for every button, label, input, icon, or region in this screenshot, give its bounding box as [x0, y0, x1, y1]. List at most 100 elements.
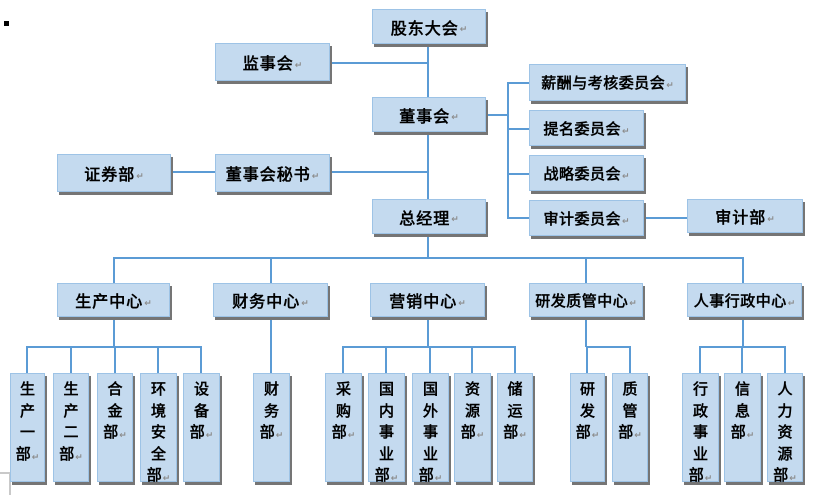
- paragraph-mark-icon: ↵: [451, 214, 459, 224]
- node-finance-center[interactable]: 财务中心↵: [213, 283, 328, 317]
- node-securities-dept[interactable]: 证券部↵: [57, 154, 171, 192]
- connector-line: [427, 132, 429, 199]
- paragraph-mark-icon: ↵: [629, 297, 637, 308]
- node-label: 总经理: [399, 210, 451, 228]
- node-supervisory-board[interactable]: 监事会↵: [215, 43, 330, 81]
- node-dept-quality[interactable]: 质管部↵: [612, 373, 648, 482]
- node-label: 研发质管中心: [535, 292, 629, 310]
- node-dept-env-safety[interactable]: 环境安全部↵: [140, 373, 177, 484]
- paragraph-mark-icon: ↵: [666, 80, 674, 90]
- node-general-manager[interactable]: 总经理↵: [372, 199, 486, 234]
- node-hr-admin-center[interactable]: 人事行政中心↵: [687, 283, 802, 317]
- paragraph-mark-icon: ↵: [162, 473, 171, 483]
- connector-line: [507, 217, 529, 219]
- connector-line: [586, 346, 588, 373]
- node-label: 董事会秘书: [225, 167, 311, 184]
- table-border-fragment-h: [0, 472, 10, 474]
- connector-line: [514, 346, 516, 373]
- connector-line: [629, 346, 631, 373]
- paragraph-mark-icon: ↵: [301, 297, 309, 308]
- connector-line: [157, 346, 159, 373]
- connector-line: [742, 257, 744, 283]
- paragraph-mark-icon: ↵: [746, 430, 755, 440]
- connector-line: [742, 317, 744, 347]
- connector-line: [699, 346, 701, 373]
- paragraph-mark-icon: ↵: [476, 430, 485, 440]
- paragraph-mark-icon: ↵: [311, 170, 320, 181]
- node-marketing-center[interactable]: 营销中心↵: [370, 283, 485, 317]
- node-dept-rd[interactable]: 研发部↵: [570, 373, 605, 482]
- node-committee-nomination[interactable]: 提名委员会↵: [529, 110, 644, 146]
- node-board-secretary[interactable]: 董事会秘书↵: [215, 154, 330, 192]
- paragraph-mark-icon: ↵: [136, 170, 144, 181]
- node-board-of-directors[interactable]: 董事会↵: [372, 97, 486, 132]
- connector-line: [113, 257, 744, 259]
- node-label: 审计委员会: [543, 210, 621, 228]
- connector-line: [270, 317, 272, 373]
- node-label: 审计部: [715, 210, 767, 227]
- node-committee-strategy[interactable]: 战略委员会↵: [529, 155, 644, 191]
- paragraph-mark-icon: ↵: [519, 430, 527, 440]
- connector-line: [200, 346, 202, 373]
- node-committee-audit[interactable]: 审计委员会↵: [529, 200, 644, 236]
- node-rd-quality-center[interactable]: 研发质管中心↵: [529, 283, 643, 317]
- connector-line: [113, 317, 115, 347]
- paragraph-mark-icon: ↵: [591, 430, 600, 440]
- connector-line: [113, 257, 115, 283]
- paragraph-mark-icon: ↵: [458, 297, 466, 308]
- connector-line: [486, 114, 508, 116]
- node-label: 生产中心: [75, 294, 144, 311]
- node-dept-admin-affairs[interactable]: 行政事业部↵: [682, 373, 719, 484]
- paragraph-mark-icon: ↵: [75, 451, 83, 462]
- node-label: 战略委员会: [543, 165, 621, 183]
- paragraph-mark-icon: ↵: [459, 24, 468, 34]
- node-label: 证券部: [84, 167, 136, 184]
- node-production-center[interactable]: 生产中心↵: [57, 283, 170, 317]
- node-committee-compensation-assessment[interactable]: 薪酬与考核委员会↵: [529, 64, 686, 101]
- paragraph-mark-icon: ↵: [621, 125, 630, 136]
- node-audit-dept[interactable]: 审计部↵: [687, 199, 803, 233]
- node-dept-information[interactable]: 信息部↵: [724, 373, 761, 482]
- table-border-fragment-v: [9, 472, 11, 495]
- node-label: 董事会: [399, 108, 451, 126]
- connector-line: [171, 171, 215, 173]
- node-dept-storage-transport[interactable]: 储运部↵: [497, 373, 533, 482]
- paragraph-mark-icon: ↵: [704, 473, 713, 483]
- connector-line: [427, 234, 429, 258]
- paragraph-mark-icon: ↵: [347, 430, 356, 440]
- node-dept-domestic-biz[interactable]: 国内事业部↵: [368, 373, 405, 484]
- paragraph-mark-icon: ↵: [787, 297, 796, 308]
- connector-line: [784, 346, 786, 373]
- paragraph-mark-icon: ↵: [144, 297, 152, 308]
- connector-line: [507, 82, 529, 84]
- node-label: 提名委员会: [543, 120, 621, 138]
- node-label: 监事会: [242, 56, 294, 73]
- connector-line: [342, 346, 344, 373]
- connector-line: [70, 346, 72, 373]
- node-dept-purchasing[interactable]: 采购部↵: [325, 373, 362, 482]
- node-dept-equipment[interactable]: 设备部↵: [183, 373, 220, 482]
- connector-line: [507, 173, 529, 175]
- connector-line: [644, 217, 687, 219]
- node-shareholders-meeting[interactable]: 股东大会↵: [372, 9, 486, 44]
- paragraph-mark-icon: ↵: [621, 170, 630, 181]
- node-dept-human-resources[interactable]: 人力资源部↵: [767, 373, 803, 484]
- connector-line: [585, 257, 587, 283]
- connector-line: [507, 82, 509, 218]
- node-dept-resources[interactable]: 资源部↵: [454, 373, 491, 482]
- anchor-marker: [4, 21, 9, 26]
- node-dept-production-2[interactable]: 生产二部↵: [53, 373, 89, 482]
- connector-line: [585, 317, 587, 347]
- node-dept-production-1[interactable]: 生产一部↵: [10, 373, 45, 482]
- connector-line: [586, 346, 631, 348]
- node-label: 人事行政中心: [693, 292, 787, 310]
- paragraph-mark-icon: ↵: [434, 473, 443, 483]
- node-dept-overseas-biz[interactable]: 国外事业部↵: [412, 373, 449, 484]
- paragraph-mark-icon: ↵: [390, 473, 399, 483]
- node-dept-finance[interactable]: 财务部↵: [253, 373, 290, 482]
- connector-line: [26, 346, 28, 373]
- node-dept-alloy[interactable]: 合金部↵: [97, 373, 133, 482]
- paragraph-mark-icon: ↵: [789, 473, 797, 483]
- connector-line: [385, 346, 387, 373]
